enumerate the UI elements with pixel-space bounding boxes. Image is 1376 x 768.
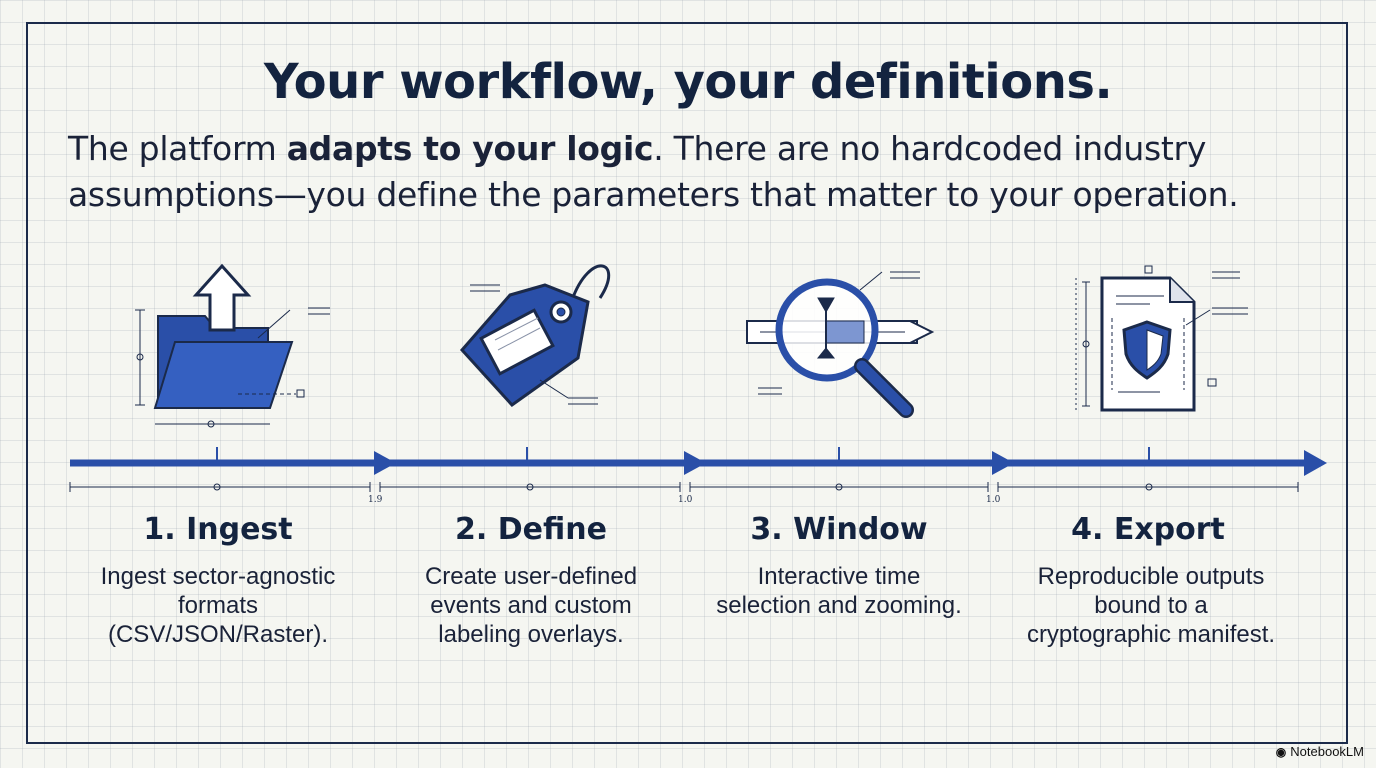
tick-label-1: 1.9 [368,495,383,505]
notebooklm-logo-icon: ◉ [1275,744,1287,759]
folder-upload-icon [135,263,330,428]
step-title-export: 4. Export [1071,512,1225,547]
tick-label-2: 1.0 [678,495,693,505]
subtitle-emphasis: adapts to your logic [286,129,654,168]
step-title-define: 2. Define [455,512,607,547]
step-desc-line: selection and zooming. [716,592,962,619]
step-desc-line: Ingest sector-agnostic [100,563,336,590]
shield-document-icon [1075,265,1248,412]
step-desc-line: Interactive time [757,563,921,590]
page-title: Your workflow, your definitions. [263,54,1113,110]
step-desc-line: labeling overlays. [438,621,624,648]
brand-name: NotebookLM [1290,744,1364,759]
step-title-ingest: 1. Ingest [143,512,293,547]
step-desc-line: Create user-defined [424,563,638,590]
step-desc-line: Reproducible outputs [1037,563,1265,590]
step-desc-line: (CSV/JSON/Raster). [107,621,329,648]
timeline-arrow [70,447,1327,476]
subtitle-text-start: The platform [68,129,287,168]
subtitle-text-end: . There are no hardcoded industry assump… [68,129,1239,214]
tick-label-3: 1.0 [986,495,1001,505]
step-desc-line: events and custom [430,592,632,619]
step-desc-line: cryptographic manifest. [1026,621,1276,648]
blueprint-frame [26,22,1348,744]
dimension-lines [69,482,1299,492]
step-title-window: 3. Window [750,512,928,547]
step-desc-line: bound to a [1094,592,1208,619]
step-desc-line: formats [177,592,258,619]
page-subtitle: The platform adapts to your logic. There… [68,126,1328,218]
brand-watermark: ◉ NotebookLM [1276,744,1364,759]
magnifier-timeline-icon [746,271,935,418]
tag-icon [459,264,611,407]
